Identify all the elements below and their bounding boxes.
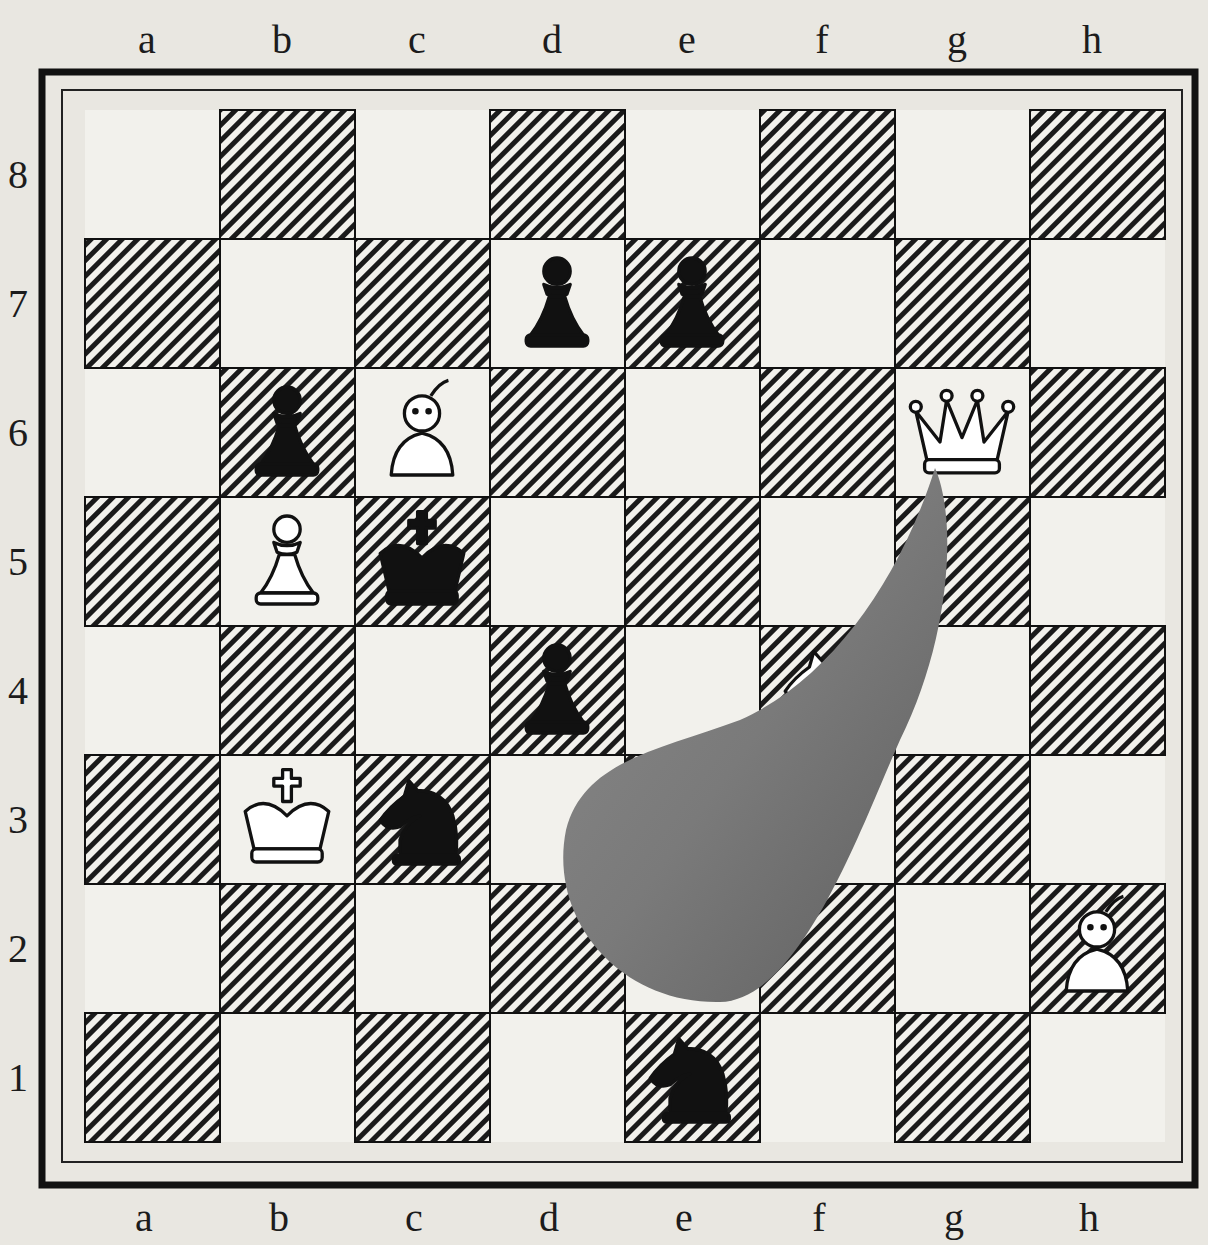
file-letter: c — [405, 1198, 423, 1238]
file-letter: h — [1082, 20, 1102, 60]
grey-horn-overlay — [563, 468, 947, 1002]
rank-number: 7 — [8, 284, 28, 324]
inner-frame — [62, 90, 1182, 1162]
white-queen — [910, 390, 1013, 473]
white-pawn — [256, 516, 318, 604]
black-knight — [380, 781, 459, 865]
black-king — [380, 512, 464, 604]
file-letter: a — [135, 1198, 153, 1238]
black-pawn — [526, 645, 588, 733]
file-letter: d — [539, 1198, 559, 1238]
light-squares — [85, 110, 1165, 1142]
black-pawn — [526, 258, 588, 346]
file-letter: b — [272, 20, 292, 60]
outer-frame — [42, 72, 1195, 1185]
rank-number: 8 — [8, 155, 28, 195]
dark-squares — [85, 110, 1165, 1142]
file-letter: a — [138, 20, 156, 60]
file-letter: f — [812, 1198, 825, 1238]
file-letter: d — [542, 20, 562, 60]
black-pawn — [661, 258, 723, 346]
white-bishop — [1066, 896, 1128, 991]
rank-number: 3 — [8, 800, 28, 840]
file-letter: e — [678, 20, 696, 60]
file-letter: g — [947, 20, 967, 60]
file-letter: b — [269, 1198, 289, 1238]
file-letter: e — [675, 1198, 693, 1238]
rank-number: 1 — [8, 1058, 28, 1098]
file-letter: h — [1079, 1198, 1099, 1238]
file-letter: g — [944, 1198, 964, 1238]
rank-number: 4 — [8, 671, 28, 711]
file-letter: c — [408, 20, 426, 60]
file-letter: f — [815, 20, 828, 60]
rank-number: 5 — [8, 542, 28, 582]
black-pawn — [256, 387, 318, 475]
black-knight — [650, 1039, 729, 1123]
rank-number: 6 — [8, 413, 28, 453]
white-king — [245, 770, 329, 862]
rank-number: 2 — [8, 929, 28, 969]
white-bishop — [391, 380, 453, 475]
